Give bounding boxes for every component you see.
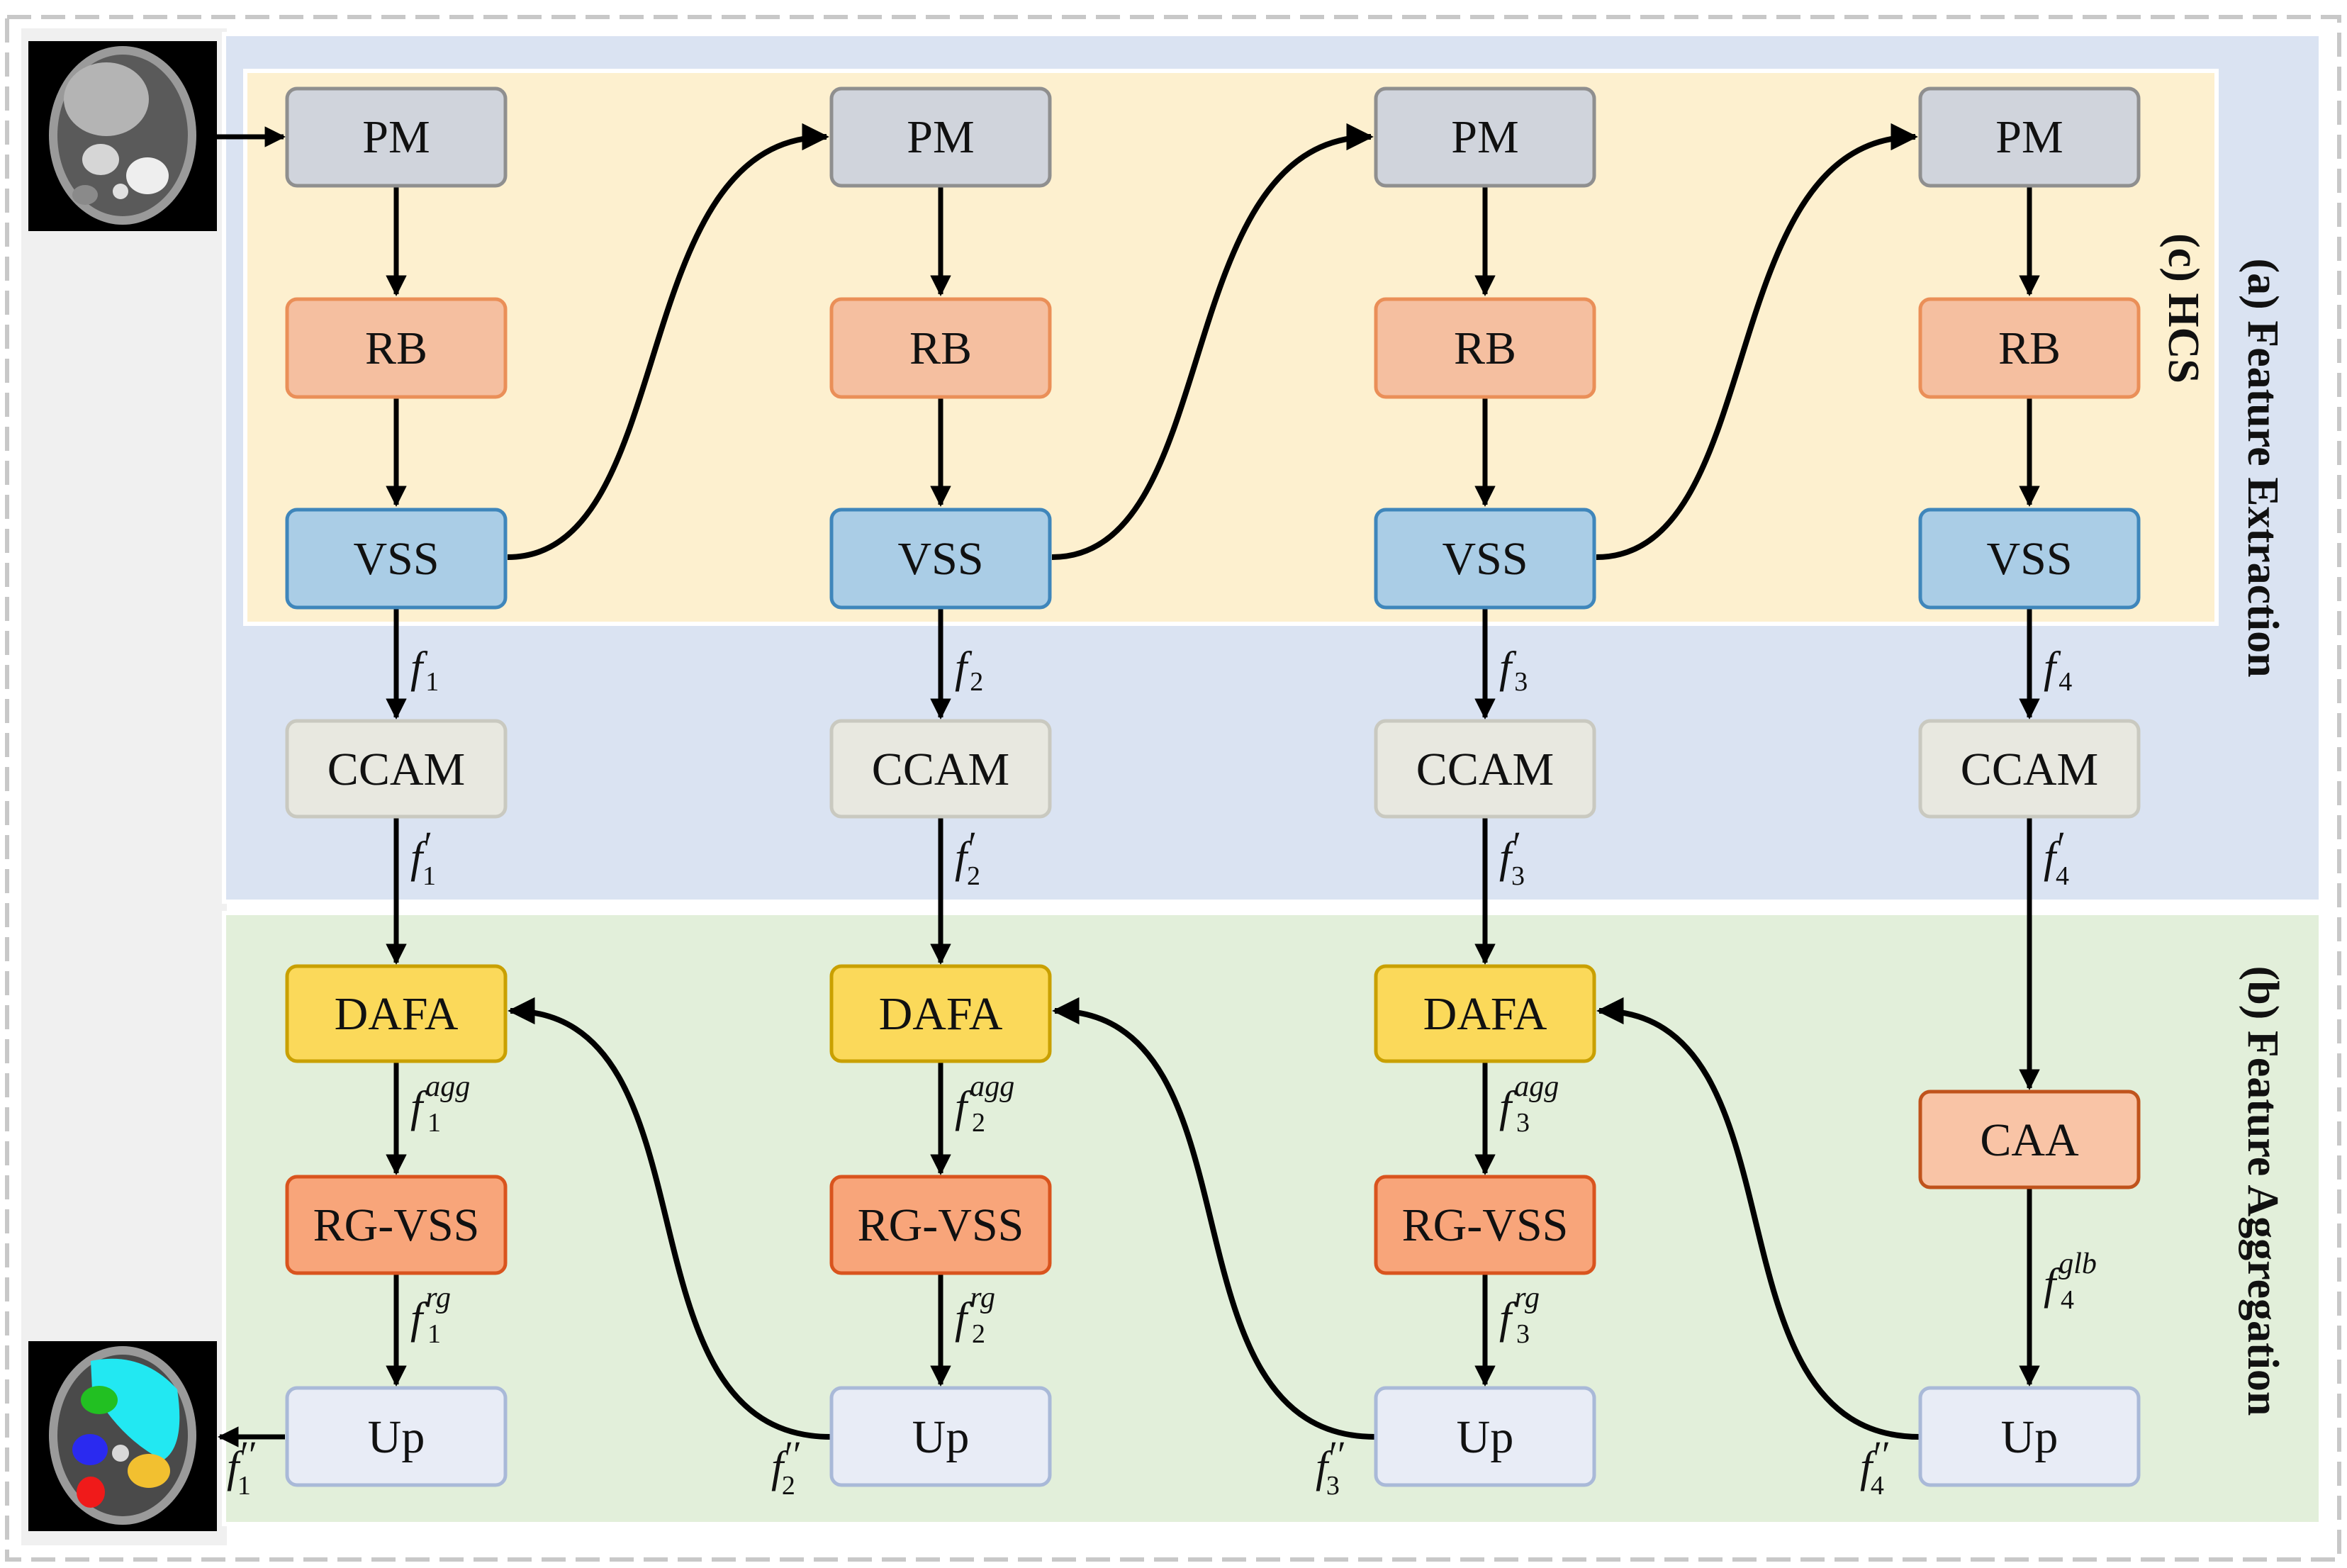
up-label: Up [912,1411,970,1463]
f-agg-sub: 2 [972,1108,985,1138]
rgvss-box [829,1175,1052,1275]
f-prime-label: f′3 [1499,824,1525,891]
vss-label: VSS [1442,533,1528,585]
left-panel [21,28,227,1545]
f-rg-sub: 1 [427,1319,441,1349]
f-prime-label: f′4 [2044,824,2069,891]
vss-label: VSS [897,533,983,585]
column-arrows [386,186,2040,1387]
ccam-label: CCAM [327,744,465,795]
ccam-box [829,719,1052,819]
input-ct-image [28,41,217,231]
hcs-connector-2-3 [1051,123,1374,560]
hcs-label: (c) HCS [2159,233,2207,383]
f-glb-sub: 4 [2061,1285,2074,1315]
f-prime-label: f′2 [955,824,980,891]
up-to-dafa-3-2 [1052,997,1376,1440]
rgvss-label: RG-VSS [1402,1199,1569,1251]
up-label: Up [368,1411,425,1463]
up-box [829,1386,1052,1487]
rgvss-label: RG-VSS [858,1199,1024,1251]
f-rg-label: frg [955,1282,995,1343]
pm-label: PM [362,111,430,163]
rb-label: RB [1998,323,2061,374]
f-rg-sub: 2 [972,1319,985,1349]
rgvss-box [1374,1175,1596,1275]
rb-label: RB [365,323,427,374]
pm-label: PM [907,111,974,163]
f-double-prime-label: f′′3 [1316,1433,1346,1501]
dafa-label: DAFA [1423,988,1547,1040]
rb-label: RB [1454,323,1516,374]
caa-box [1918,1090,2141,1189]
f-double-prime-label: f′′1 [227,1433,257,1501]
dafa-label: DAFA [879,988,1003,1040]
ccam-label: CCAM [1961,744,2098,795]
up-label: Up [2001,1411,2058,1463]
pm-box [1374,86,1596,188]
dafa-box [1374,964,1596,1063]
caa-label: CAA [1980,1114,2079,1166]
rb-label: RB [909,323,972,374]
dafa-box [285,964,508,1063]
dafa-box [829,964,1052,1063]
ccam-box [1918,719,2141,819]
vss-label: VSS [353,533,439,585]
vss-box [1918,508,2141,610]
pm-box [1918,86,2141,188]
feature-extraction-label: (a) Feature Extraction [2239,258,2287,677]
f-double-prime-label: f′′2 [771,1433,802,1501]
feature-aggregation-label: (b) Feature Aggregation [2239,966,2287,1416]
vss-label: VSS [1986,533,2072,585]
hcs-connector-3-4 [1596,123,1918,560]
pm-box [285,86,508,188]
rb-box [285,297,508,399]
up-label: Up [1457,1411,1514,1463]
f-agg-label: fagg [1499,1070,1559,1131]
ccam-label: CCAM [872,744,1009,795]
rgvss-label: RG-VSS [313,1199,480,1251]
up-box [1918,1386,2141,1487]
f-double-prime-label: f′′4 [1860,1433,1891,1501]
up-to-dafa-2-1 [508,997,831,1440]
f-rg-sub: 3 [1516,1319,1530,1349]
f-agg-sub: 3 [1516,1108,1530,1138]
up-box [285,1386,508,1487]
f-agg-label: fagg [955,1070,1014,1131]
up-to-dafa-4-3 [1596,997,1920,1440]
vss-box [1374,508,1596,610]
ccam-box [1374,719,1596,819]
rb-box [1374,297,1596,399]
rgvss-box [285,1175,508,1275]
up-box [1374,1386,1596,1487]
f-prime-label: f′1 [410,824,436,891]
vss-box [829,508,1052,610]
pm-box [829,86,1052,188]
ccam-box [285,719,508,819]
ccam-label: CCAM [1416,744,1554,795]
pm-label: PM [1995,111,2063,163]
f-agg-sub: 1 [427,1108,441,1138]
pm-label: PM [1451,111,1518,163]
hcs-connector-1-2 [507,123,829,560]
dafa-label: DAFA [335,988,459,1040]
rb-box [1918,297,2141,399]
vss-box [285,508,508,610]
rb-box [829,297,1052,399]
output-segmentation-image [28,1341,217,1531]
